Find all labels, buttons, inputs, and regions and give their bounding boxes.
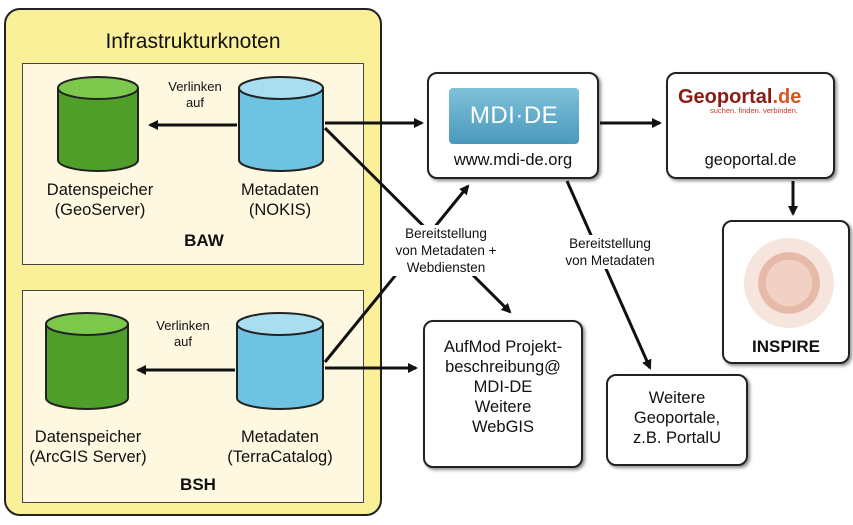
annotation-a-line2: von Metadaten + xyxy=(395,243,497,258)
aufmod-line1: AufMod Projekt- xyxy=(443,338,563,356)
bsh-metadata-label-line2: (TerraCatalog) xyxy=(227,448,333,466)
bsh-datastore-cylinder-icon xyxy=(45,312,129,410)
baw-datastore-cylinder-icon xyxy=(57,76,139,172)
geoportal-logo-word: Geoportal xyxy=(678,86,773,108)
geoportal-logo: Geoportal.de suchen. finden. verbinden. xyxy=(678,86,818,130)
bsh-datastore-label-line2: (ArcGIS Server) xyxy=(29,448,147,466)
bsh-metadata-label-line1: Metadaten xyxy=(241,428,319,446)
baw-link-label: Verlinken auf xyxy=(157,79,233,111)
inspire-label: INSPIRE xyxy=(751,337,821,356)
geoportal-logo-suffix: .de xyxy=(772,86,802,108)
aufmod-line3: MDI-DE xyxy=(473,378,533,396)
bsh-metadata-cylinder-icon xyxy=(236,312,324,410)
bsh-link-label-line1: Verlinken xyxy=(156,318,210,333)
annotation-provision-metadata: Bereitstellung von Metadaten xyxy=(552,235,668,269)
inspire-seal-icon xyxy=(744,238,834,328)
aufmod-line4: Weitere xyxy=(474,398,532,416)
weitere-line2: Geoportale, xyxy=(633,409,721,427)
baw-metadata-label-line2: (NOKIS) xyxy=(248,201,312,219)
baw-metadata-label-line1: Metadaten xyxy=(241,181,319,199)
weitere-geoportale-text: Weitere Geoportale, z.B. PortalU xyxy=(606,388,748,448)
bsh-datastore-label: Datenspeicher (ArcGIS Server) xyxy=(8,427,168,467)
baw-link-label-line2: auf xyxy=(185,95,205,110)
aufmod-line5: WebGIS xyxy=(471,418,535,436)
bsh-link-label-line2: auf xyxy=(173,334,193,349)
annotation-b-line1: Bereitstellung xyxy=(569,236,651,251)
aufmod-text: AufMod Projekt- beschreibung@ MDI-DE Wei… xyxy=(423,337,583,437)
aufmod-box xyxy=(423,320,583,468)
weitere-line3: z.B. PortalU xyxy=(632,429,722,447)
geoportal-tagline: suchen. finden. verbinden. xyxy=(710,106,798,115)
mdi-de-url: www.mdi-de.org xyxy=(453,151,573,169)
mdi-de-logo: MDI·DE xyxy=(449,88,579,144)
annotation-a-line3: Webdiensten xyxy=(406,260,486,275)
baw-metadata-label: Metadaten (NOKIS) xyxy=(220,180,340,220)
baw-datastore-label: Datenspeicher (GeoServer) xyxy=(20,180,180,220)
baw-link-label-line1: Verlinken xyxy=(168,79,222,94)
bsh-datastore-label-line1: Datenspeicher xyxy=(34,428,142,446)
baw-datastore-label-line1: Datenspeicher xyxy=(46,181,154,199)
bsh-metadata-label: Metadaten (TerraCatalog) xyxy=(206,427,354,467)
annotation-a-line1: Bereitstellung xyxy=(405,226,487,241)
infrastructure-node-title: Infrastrukturknoten xyxy=(105,30,281,53)
bsh-link-label: Verlinken auf xyxy=(145,318,221,350)
aufmod-line2: beschreibung@ xyxy=(445,358,561,376)
annotation-provision-metadata-webservices: Bereitstellung von Metadaten + Webdienst… xyxy=(384,225,508,276)
baw-datastore-label-line2: (GeoServer) xyxy=(54,201,146,219)
geoportal-label: geoportal.de xyxy=(704,151,797,169)
baw-name: BAW xyxy=(184,231,224,250)
weitere-line1: Weitere xyxy=(648,389,706,407)
weitere-geoportale-box xyxy=(606,374,748,466)
baw-metadata-cylinder-icon xyxy=(238,76,324,172)
annotation-b-line2: von Metadaten xyxy=(565,253,655,268)
geoportal-box xyxy=(666,72,835,179)
bsh-name: BSH xyxy=(180,475,216,494)
